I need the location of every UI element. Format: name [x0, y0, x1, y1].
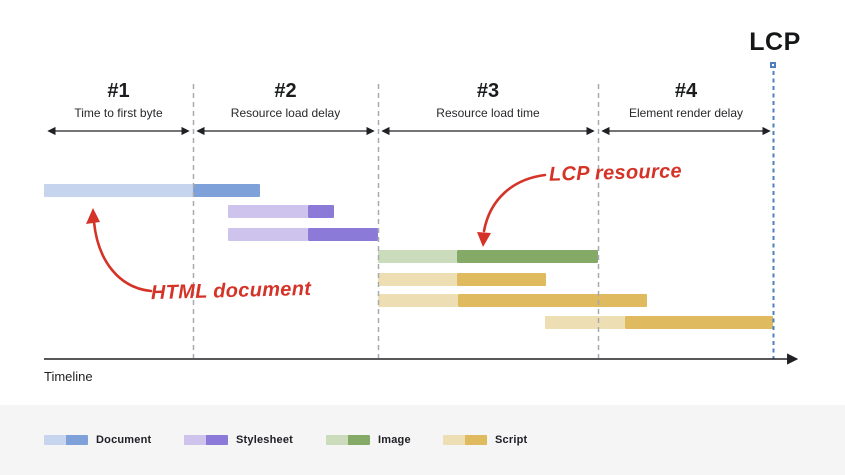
phase-number: #1 — [107, 80, 130, 102]
image-swatch-icon — [326, 435, 370, 445]
stylesheet-bar-dark-segment — [308, 228, 378, 241]
phase-number: #4 — [674, 80, 698, 102]
legend-item-stylesheet: Stylesheet — [184, 434, 293, 446]
phase-label: Resource load time — [436, 106, 540, 120]
phase-label: Time to first byte — [74, 106, 163, 120]
lcp-marker-pin — [770, 62, 776, 68]
image-bar-dark-segment — [457, 250, 598, 263]
lcp-resource-arrow-icon — [477, 173, 547, 247]
phase-number: #3 — [476, 80, 500, 102]
document-bar-light-segment — [44, 184, 193, 197]
script-bar-dark-segment — [458, 294, 647, 307]
legend: Document Stylesheet Image Script — [0, 405, 845, 475]
script-bar-light-segment — [545, 316, 625, 329]
legend-label: Document — [96, 434, 152, 446]
legend-item-document: Document — [44, 434, 151, 446]
stylesheet-bar-light-segment — [228, 205, 308, 218]
html-document-arrow-icon — [86, 208, 153, 293]
phase-label: Resource load delay — [230, 106, 341, 120]
stylesheet-bar-light-segment — [228, 228, 308, 241]
script-bar-dark-segment — [457, 273, 546, 286]
legend-item-image: Image — [326, 434, 411, 446]
html-document-annotation: HTML document — [150, 277, 312, 305]
lcp-title: LCP — [749, 28, 801, 56]
legend-label: Image — [378, 434, 411, 446]
script-bar-light-segment — [378, 294, 458, 307]
document-swatch-icon — [44, 435, 88, 445]
legend-label: Script — [495, 434, 528, 446]
document-bar-dark-segment — [193, 184, 260, 197]
legend-item-script: Script — [443, 434, 527, 446]
script-bar-dark-segment — [625, 316, 773, 329]
timeline-axis-label: Timeline — [44, 369, 93, 384]
phase-number: #2 — [274, 80, 297, 102]
script-bar-light-segment — [378, 273, 457, 286]
stylesheet-bar-dark-segment — [308, 205, 334, 218]
image-bar-light-segment — [378, 250, 457, 263]
lcp-resource-annotation: LCP resource — [548, 160, 683, 186]
legend-label: Stylesheet — [236, 434, 294, 446]
stylesheet-swatch-icon — [184, 435, 228, 445]
script-swatch-icon — [443, 435, 487, 445]
phase-label: Element render delay — [628, 106, 744, 120]
